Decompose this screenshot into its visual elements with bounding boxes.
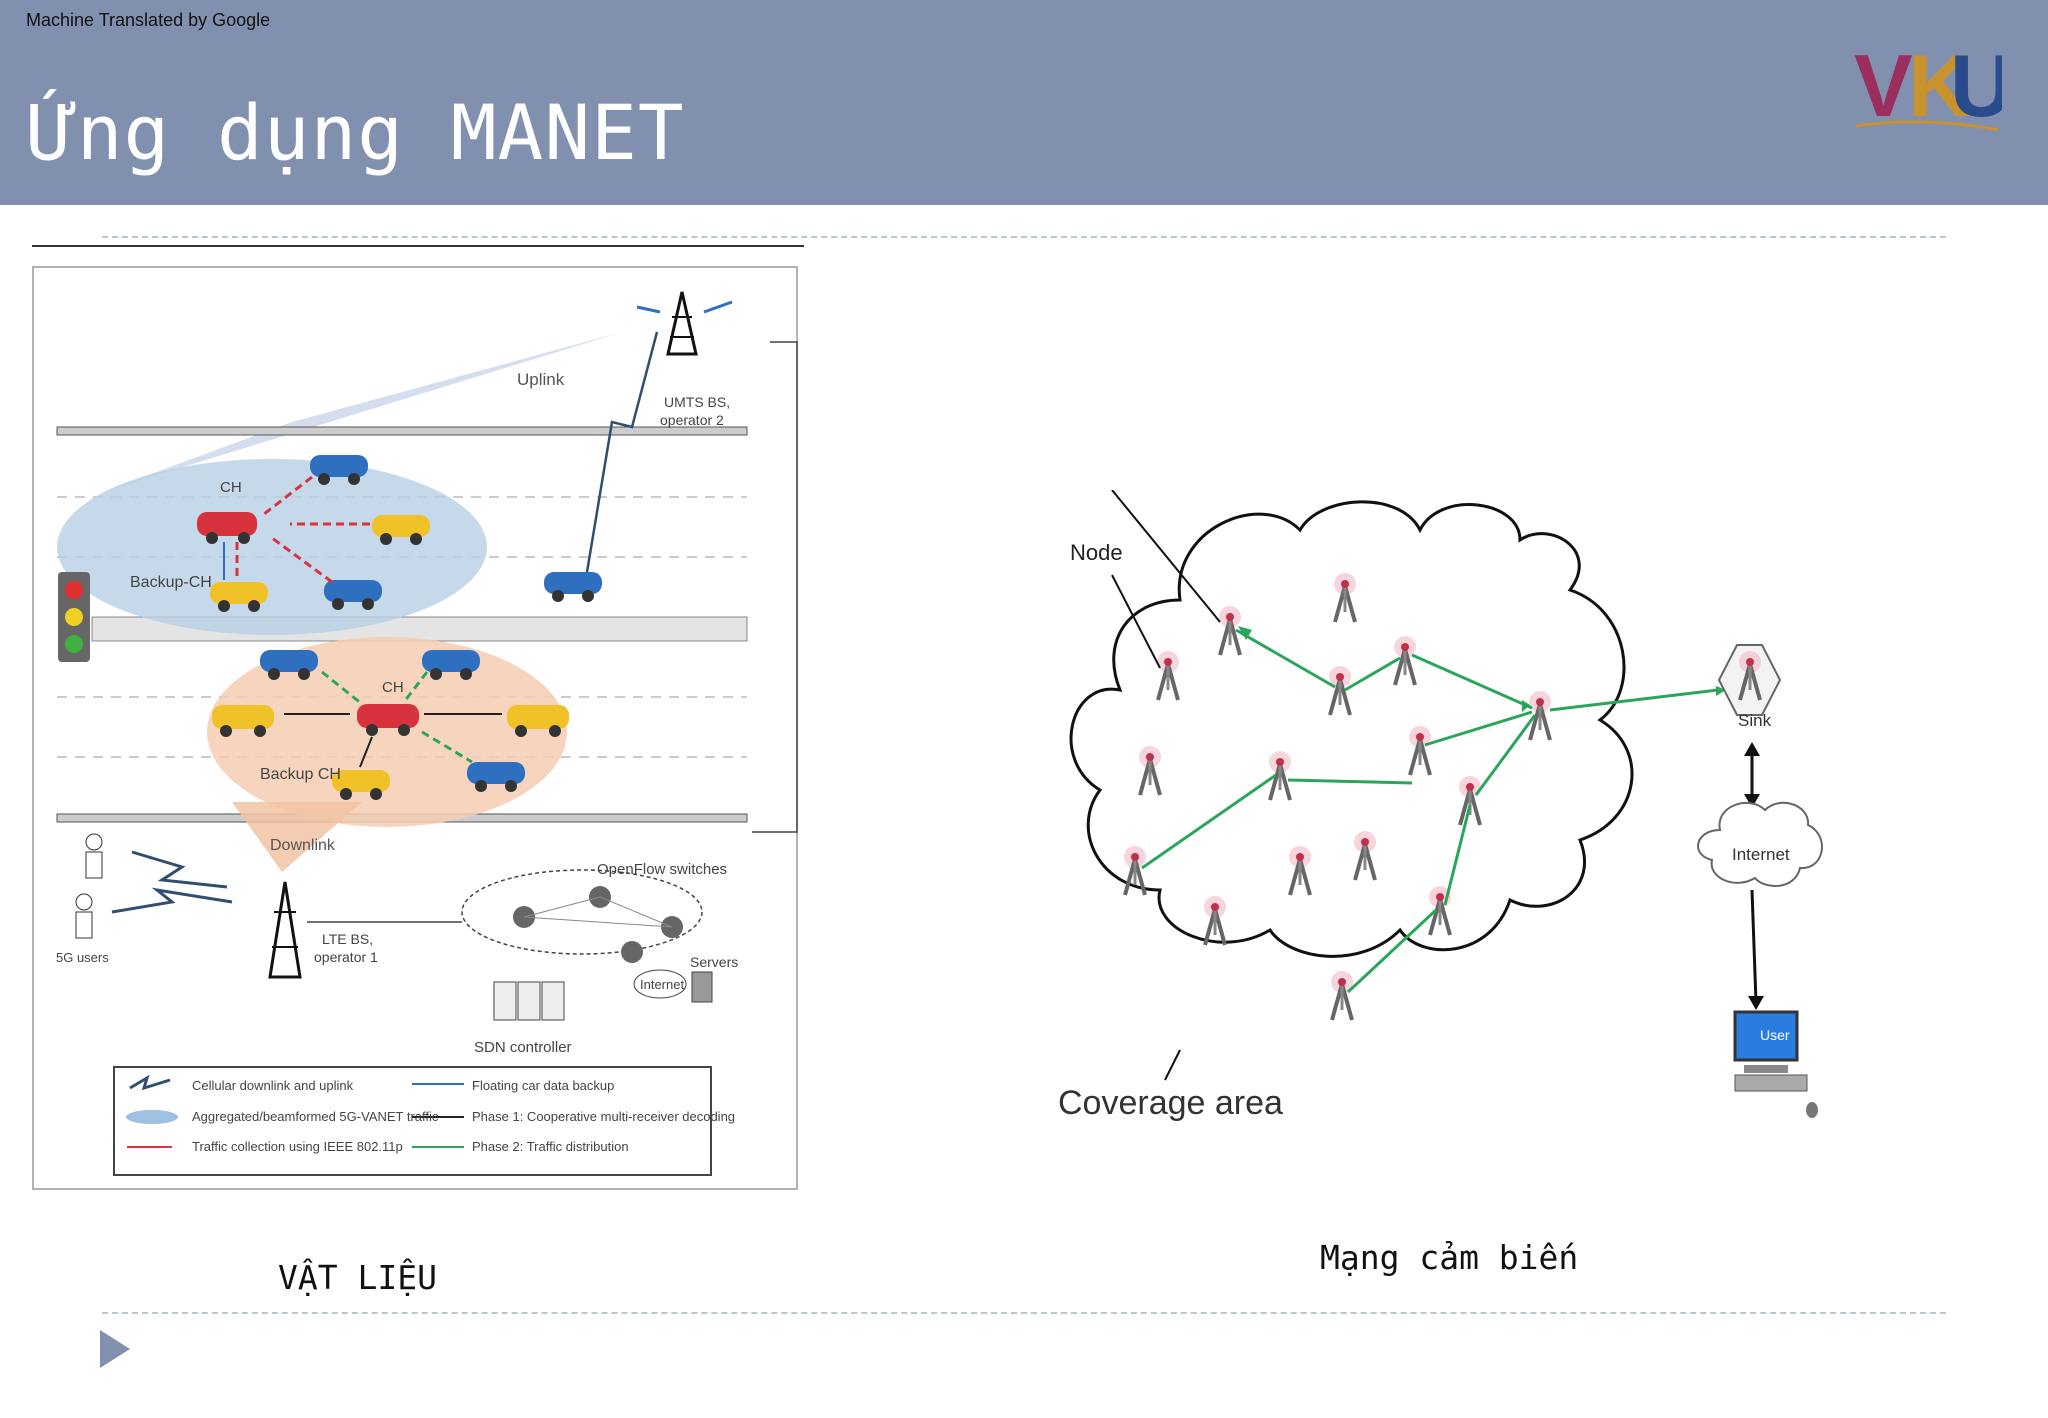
lte-tower-icon <box>268 881 302 979</box>
internet-label: Internet <box>640 977 684 992</box>
svg-text:K: K <box>1908 36 1972 134</box>
user-computer-icon <box>1733 1010 1818 1118</box>
backup-ch-top-label: Backup-CH <box>130 574 212 591</box>
downlink-label: Downlink <box>270 837 336 854</box>
bottom-divider <box>102 1312 1946 1314</box>
legend-phase1: Phase 1: Cooperative multi-receiver deco… <box>472 1109 735 1124</box>
svg-text:U: U <box>1950 36 2002 134</box>
vanet-diagram: Uplink UMTS BS, operator 2 CH Backup-CH … <box>32 266 798 1190</box>
operator2-label: operator 2 <box>660 412 724 428</box>
servers-label: Servers <box>690 954 738 970</box>
uplink-label: Uplink <box>517 370 565 389</box>
5g-users-label: 5G users <box>56 950 109 965</box>
user-icon <box>75 893 93 939</box>
sensor-network-diagram: Node Sink Internet User Coverage area <box>1058 490 1823 1122</box>
sink-label: Sink <box>1738 711 1772 730</box>
ch-bottom-label: CH <box>382 679 404 696</box>
internet-label: Internet <box>1732 845 1790 864</box>
legend-phase2: Phase 2: Traffic distribution <box>472 1139 629 1154</box>
sdn-label: SDN controller <box>474 1039 572 1056</box>
car-ch-top <box>197 512 257 544</box>
top-divider <box>102 236 1946 238</box>
umts-tower-icon <box>636 291 733 356</box>
car-ch-bottom <box>357 704 419 736</box>
legend-cellular: Cellular downlink and uplink <box>192 1078 354 1093</box>
logo-letter-v: V <box>1854 36 1913 134</box>
figure-top-rule <box>32 245 804 247</box>
play-arrow-icon[interactable] <box>100 1330 130 1368</box>
backup-ch-bottom-label: Backup CH <box>260 766 341 783</box>
coverage-area-label: Coverage area <box>1058 1084 1283 1122</box>
vku-logo: V K U <box>1854 36 2002 134</box>
header-bar: Machine Translated by Google Ứng dụng MA… <box>0 0 2048 205</box>
legend-aggregated: Aggregated/beamformed 5G-VANET traffic <box>192 1109 439 1124</box>
lte-bs-label: LTE BS, <box>322 931 373 947</box>
caption-right: Mạng cảm biến <box>1320 1238 1579 1277</box>
user-label: User <box>1760 1027 1790 1043</box>
operator1-label: operator 1 <box>314 949 378 965</box>
internet-cloud-icon <box>1697 801 1823 888</box>
ch-top-label: CH <box>220 479 242 496</box>
legend-collection: Traffic collection using IEEE 802.11p <box>192 1139 403 1154</box>
node-label: Node <box>1070 540 1123 565</box>
umts-bs-label: UMTS BS, <box>664 394 730 410</box>
user-icon <box>85 833 103 879</box>
machine-translated-label: Machine Translated by Google <box>26 10 271 30</box>
caption-left: VẬT LIỆU <box>278 1258 437 1297</box>
openflow-label: OpenFlow switches <box>597 861 727 878</box>
legend-floating: Floating car data backup <box>472 1078 614 1093</box>
page-title: Ứng dụng MANET <box>30 88 685 177</box>
